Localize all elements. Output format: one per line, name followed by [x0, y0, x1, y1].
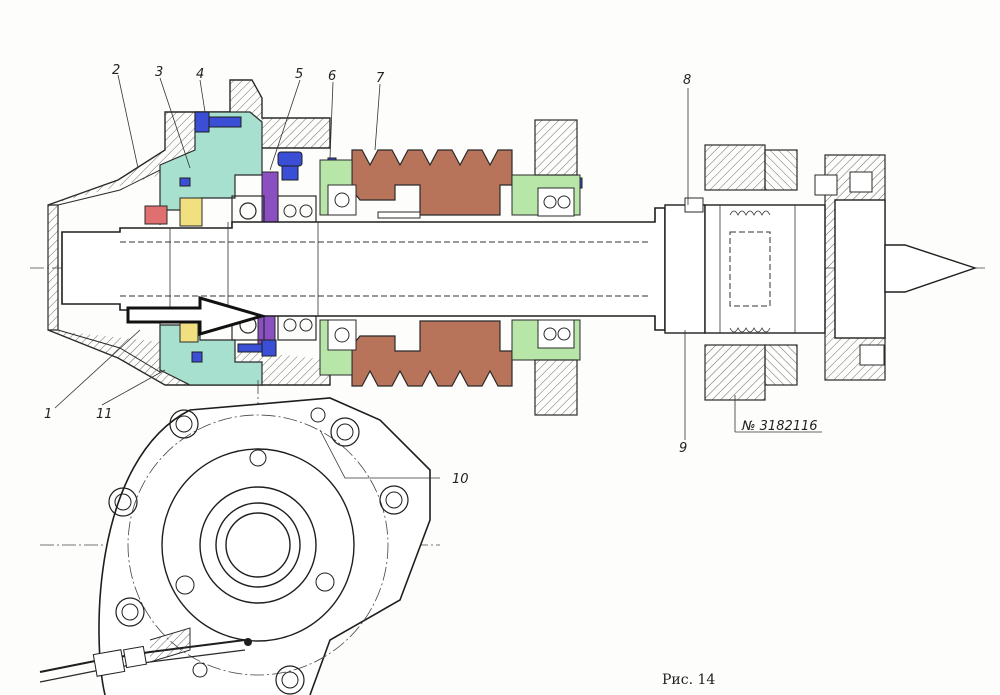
- callout-2: 2: [112, 63, 120, 78]
- callout-9: 9: [679, 441, 687, 456]
- part-number-label: № 3182116: [741, 419, 818, 434]
- flange-end-view: [40, 380, 440, 695]
- callout-1: 1: [44, 407, 52, 422]
- callout-8: 8: [683, 73, 691, 88]
- callout-3: 3: [155, 65, 163, 80]
- lubrication-pipe: [39, 627, 252, 683]
- spindle-shaft: [61, 207, 666, 331]
- gland-seal-upper: [144, 205, 168, 225]
- direction-arrow: [126, 296, 268, 336]
- callout-10: 10: [452, 472, 469, 487]
- callout-11: 11: [96, 407, 113, 422]
- v-belt-pulley: [351, 149, 513, 387]
- callout-4: 4: [196, 67, 204, 82]
- bearing-seals: [319, 159, 581, 376]
- frame-wall: [534, 119, 578, 416]
- callout-7: 7: [376, 71, 385, 86]
- spacer-ring-yellow: [179, 197, 203, 227]
- leader-lines: [54, 74, 822, 479]
- callout-5: 5: [295, 67, 303, 82]
- tailstock-center: [664, 144, 978, 401]
- callout-6: 6: [328, 69, 336, 84]
- figure-caption: Рис. 14: [662, 672, 715, 688]
- springs: [729, 210, 771, 333]
